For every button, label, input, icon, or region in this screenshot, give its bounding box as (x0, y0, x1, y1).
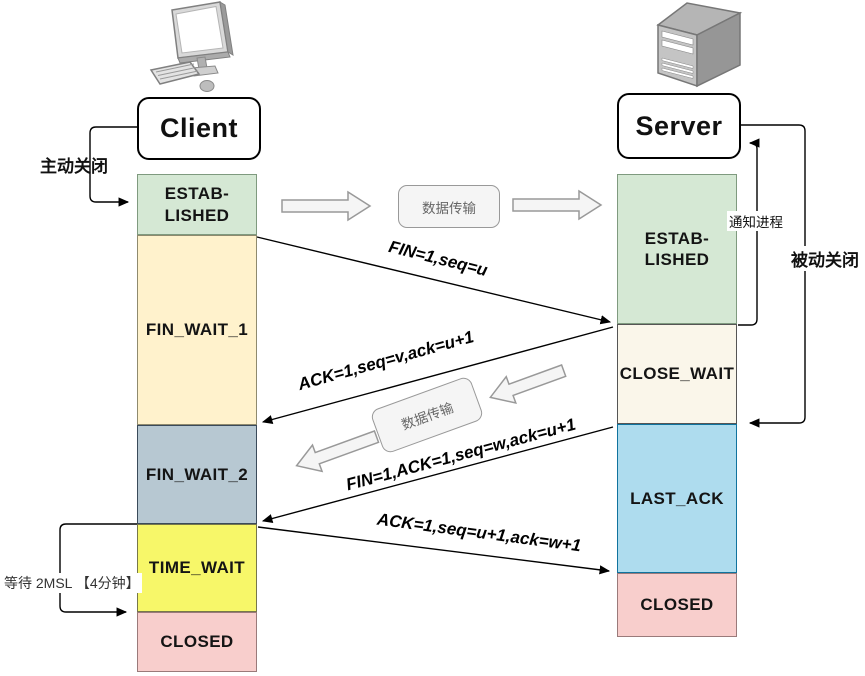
server-state-closed: CLOSED (617, 573, 737, 637)
notify-process-connector (738, 138, 760, 326)
client-state-fin-wait-1: FIN_WAIT_1 (137, 235, 257, 425)
server-node: Server (617, 93, 741, 159)
client-state-fin-wait-2: FIN_WAIT_2 (137, 425, 257, 524)
active-close-connector (89, 126, 137, 207)
passive-close-note: 被动关闭 (789, 246, 861, 271)
data-transfer-arrow-right-1 (281, 190, 372, 222)
passive-close-connector (738, 124, 806, 428)
fin-ack-seq-w-line (261, 426, 614, 524)
server-tower-icon (656, 2, 743, 88)
client-node-label: Client (159, 113, 238, 143)
data-transfer-arrow-left-2 (295, 430, 380, 473)
wait-2msl-note: 等待 2MSL 【4分钟】 (2, 573, 142, 593)
client-node: Client (137, 97, 261, 160)
ack-seq-v-line (261, 326, 614, 424)
server-state-established: ESTAB- LISHED (617, 174, 737, 324)
wait-2msl-connector (59, 523, 137, 617)
server-node-label: Server (635, 110, 723, 141)
data-transfer-arrow-right-2 (512, 189, 603, 221)
data-transfer-box-top: 数据传输 (398, 185, 500, 228)
client-state-established: ESTAB- LISHED (137, 174, 257, 235)
client-state-closed: CLOSED (137, 612, 257, 672)
ack-seq-u1-line (257, 526, 611, 575)
server-state-close-wait: CLOSE_WAIT (617, 324, 737, 424)
desktop-computer-icon (149, 1, 234, 92)
client-state-time-wait: TIME_WAIT (137, 524, 257, 612)
data-transfer-arrow-left-1 (489, 364, 567, 404)
fin-seq-u-line (256, 236, 612, 325)
active-close-note: 主动关闭 (40, 157, 108, 176)
notify-process-note: 通知进程 (727, 211, 785, 231)
server-state-last-ack: LAST_ACK (617, 424, 737, 573)
